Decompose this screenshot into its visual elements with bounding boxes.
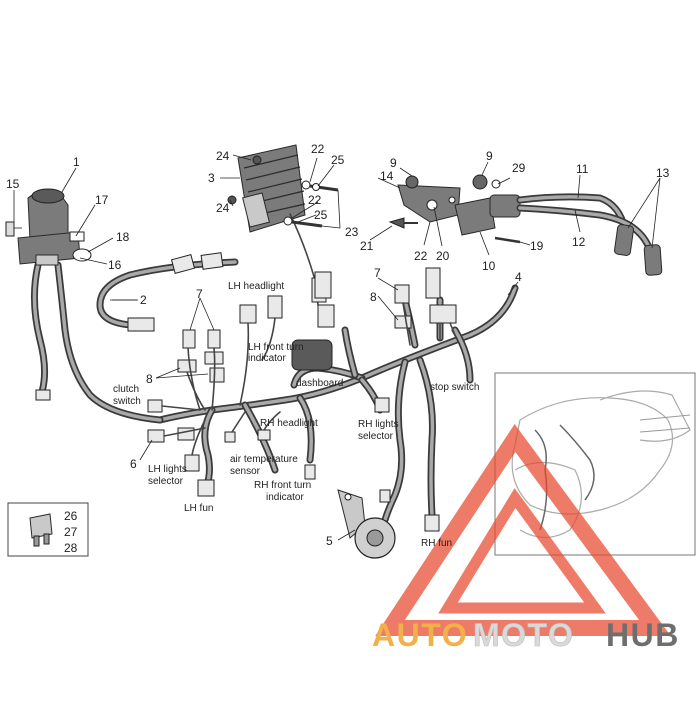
callout-3: 3 — [208, 171, 215, 185]
label-rh-fun: RH fun — [421, 538, 452, 549]
ht-leads — [516, 193, 663, 276]
component-labels: LH headlight LH front turn indicator das… — [113, 281, 479, 549]
callout-22-mid: 22 — [308, 193, 322, 207]
callout-7-left: 7 — [196, 287, 203, 301]
label-rh-headlight: RH headlight — [260, 418, 318, 429]
callout-12: 12 — [572, 235, 586, 249]
label-lh-lights-2: selector — [148, 476, 184, 487]
label-lh-fun: LH fun — [184, 503, 213, 514]
callout-19: 19 — [530, 239, 544, 253]
callout-6: 6 — [130, 457, 137, 471]
label-lh-front-turn-2: indicator — [248, 353, 286, 364]
label-lh-lights-1: LH lights — [148, 464, 187, 475]
label-rh-front-turn-2: indicator — [266, 492, 304, 503]
callout-25-mid: 25 — [314, 208, 328, 222]
callout-17: 17 — [95, 193, 109, 207]
callout-9-right: 9 — [486, 149, 493, 163]
callout-10: 10 — [482, 259, 496, 273]
callout-1: 1 — [73, 155, 80, 169]
label-lh-front-turn-1: LH front turn — [248, 342, 304, 353]
callout-4: 4 — [515, 270, 522, 284]
callout-16: 16 — [108, 258, 122, 272]
callout-25-top: 25 — [331, 153, 345, 167]
callout-24-lower: 24 — [216, 201, 230, 215]
callout-7-right: 7 — [374, 266, 381, 280]
harness-connectors — [35, 267, 457, 532]
callout-24-upper: 24 — [216, 149, 230, 163]
leader-lines — [13, 154, 661, 541]
label-dashboard: dashboard — [296, 378, 343, 389]
watermark-logo: AUTO MOTO HUB — [372, 617, 680, 654]
bolt-21 — [388, 217, 418, 229]
bracket-14 — [397, 175, 461, 223]
watermark-text-moto: MOTO — [473, 617, 574, 653]
callout-14: 14 — [380, 169, 394, 183]
cable-2 — [96, 252, 239, 332]
callout-23: 23 — [345, 225, 359, 239]
callout-22-top: 22 — [311, 142, 325, 156]
callout-numbers: 1 15 17 18 16 2 24 3 24 22 25 22 25 23 1… — [6, 142, 670, 555]
ignition-coil-10 — [454, 174, 521, 244]
callout-8-left: 8 — [146, 372, 153, 386]
fuse-box — [7, 502, 89, 557]
label-clutch-2: switch — [113, 396, 141, 407]
callout-9-left: 9 — [390, 156, 397, 170]
callout-5: 5 — [326, 534, 333, 548]
label-rh-lights-2: selector — [358, 431, 394, 442]
callout-11: 11 — [576, 162, 589, 176]
callout-27: 27 — [64, 525, 78, 539]
label-air-temp-2: sensor — [230, 466, 261, 477]
callout-2: 2 — [140, 293, 147, 307]
label-stop-switch: stop switch — [430, 382, 479, 393]
bolt-set-upper — [283, 180, 339, 228]
horn-5 — [337, 489, 396, 559]
callout-18: 18 — [116, 230, 130, 244]
label-clutch-1: clutch — [113, 384, 139, 395]
label-rh-lights-1: RH lights — [358, 419, 399, 430]
callout-26: 26 — [64, 509, 78, 523]
ignition-switch — [5, 188, 92, 266]
callout-21: 21 — [360, 239, 374, 253]
callout-13: 13 — [656, 166, 670, 180]
label-lh-headlight: LH headlight — [228, 281, 284, 292]
watermark-text-hub: HUB — [606, 617, 680, 653]
callout-8-right: 8 — [370, 290, 377, 304]
watermark-text-auto: AUTO — [372, 617, 468, 653]
label-air-temp-1: air temperature — [230, 454, 298, 465]
callout-29: 29 — [512, 161, 526, 175]
callout-28: 28 — [64, 541, 78, 555]
watermark-triangle — [375, 424, 671, 636]
label-rh-front-turn-1: RH front turn — [254, 480, 311, 491]
callout-15: 15 — [6, 177, 20, 191]
callout-20: 20 — [436, 249, 450, 263]
callout-22-lower: 22 — [414, 249, 428, 263]
